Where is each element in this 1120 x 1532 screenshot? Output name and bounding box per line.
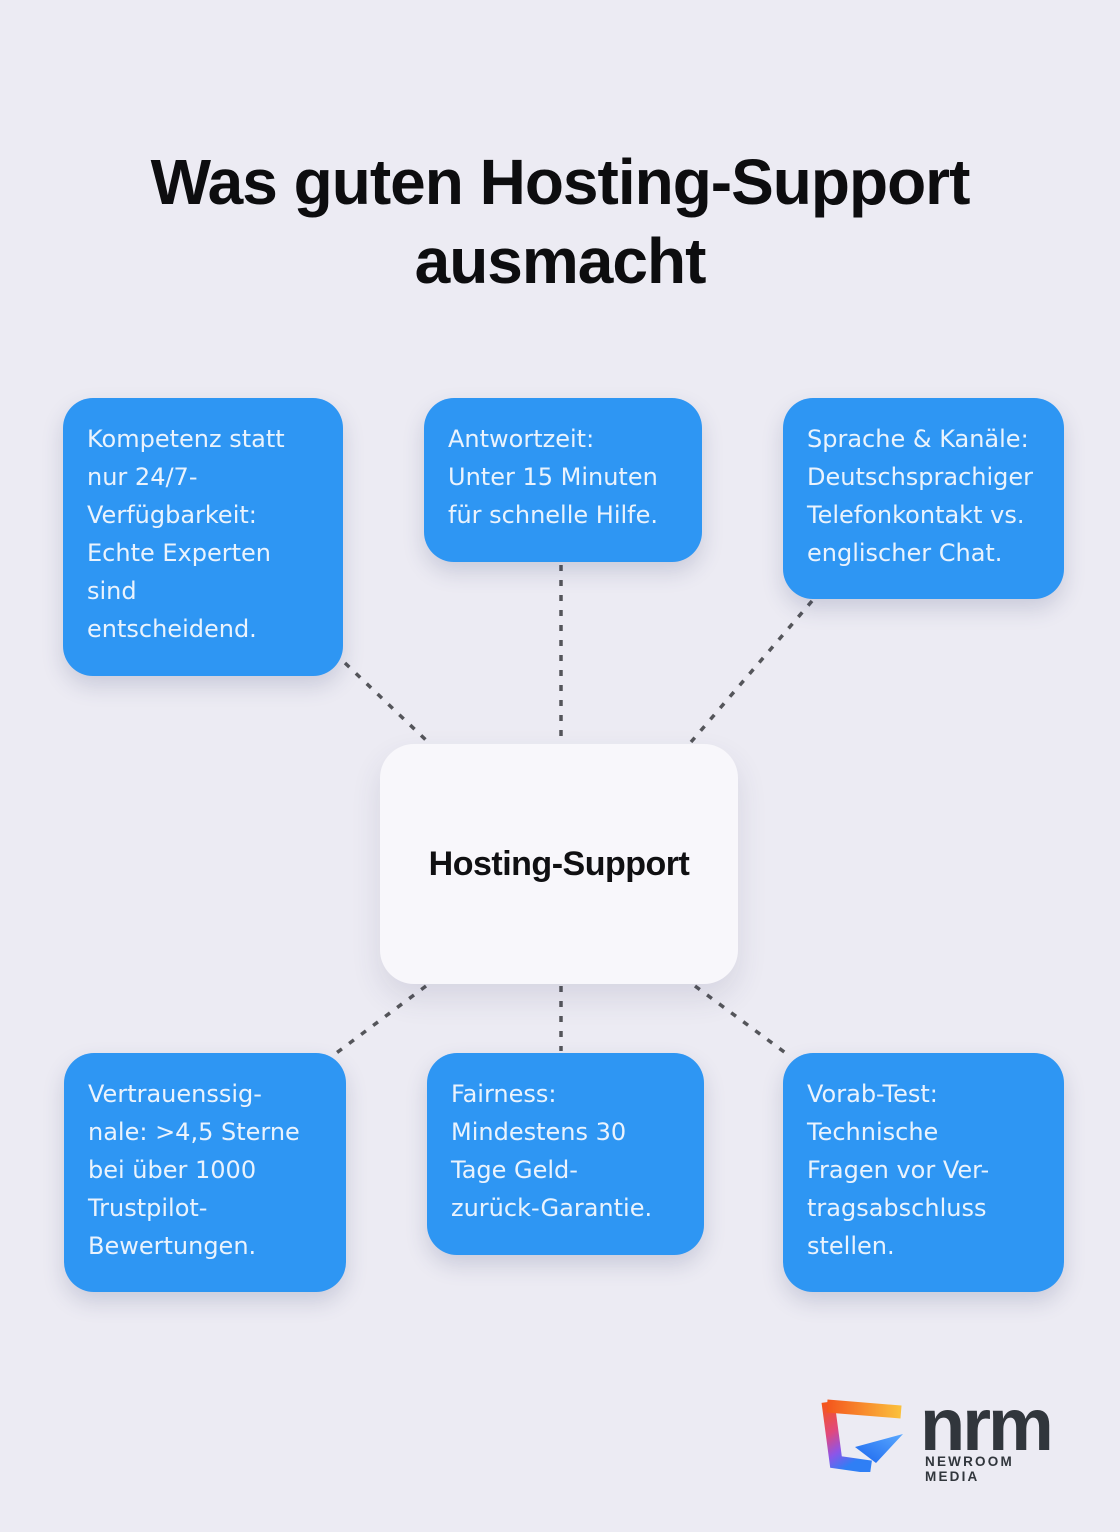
node-vorab-test: Vorab-Test: Technische Fragen vor Ver- t… bbox=[783, 1053, 1064, 1292]
logo-tagline-text: NEWROOM MEDIA bbox=[925, 1454, 1014, 1484]
connector-top-right-line bbox=[689, 599, 814, 744]
center-node-label: Hosting-Support bbox=[428, 844, 690, 883]
node-vertrauenssignale: Vertrauenssig- nale: >4,5 Sterne bei übe… bbox=[64, 1053, 346, 1292]
connector-bottom-right-line bbox=[693, 984, 793, 1059]
connector-top-left-line bbox=[343, 661, 430, 744]
nrm-logo-icon bbox=[821, 1399, 903, 1472]
logo-brand-text: nrm bbox=[920, 1383, 1054, 1466]
node-fairness: Fairness: Mindestens 30 Tage Geld- zurüc… bbox=[427, 1053, 704, 1255]
node-sprache-kanaele: Sprache & Kanäle: Deutschsprachiger Tele… bbox=[783, 398, 1064, 599]
connector-bottom-left-line bbox=[329, 984, 428, 1059]
newroom-media-logo: nrm NEWROOM MEDIA bbox=[819, 1383, 1069, 1484]
node-antwortzeit: Antwortzeit: Unter 15 Minuten für schnel… bbox=[424, 398, 702, 562]
page-title: Was guten Hosting-Support ausmacht bbox=[150, 145, 971, 297]
center-node-hosting-support: Hosting-Support bbox=[380, 744, 738, 984]
node-kompetenz: Kompetenz statt nur 24/7- Verfügbarkeit:… bbox=[63, 398, 343, 676]
